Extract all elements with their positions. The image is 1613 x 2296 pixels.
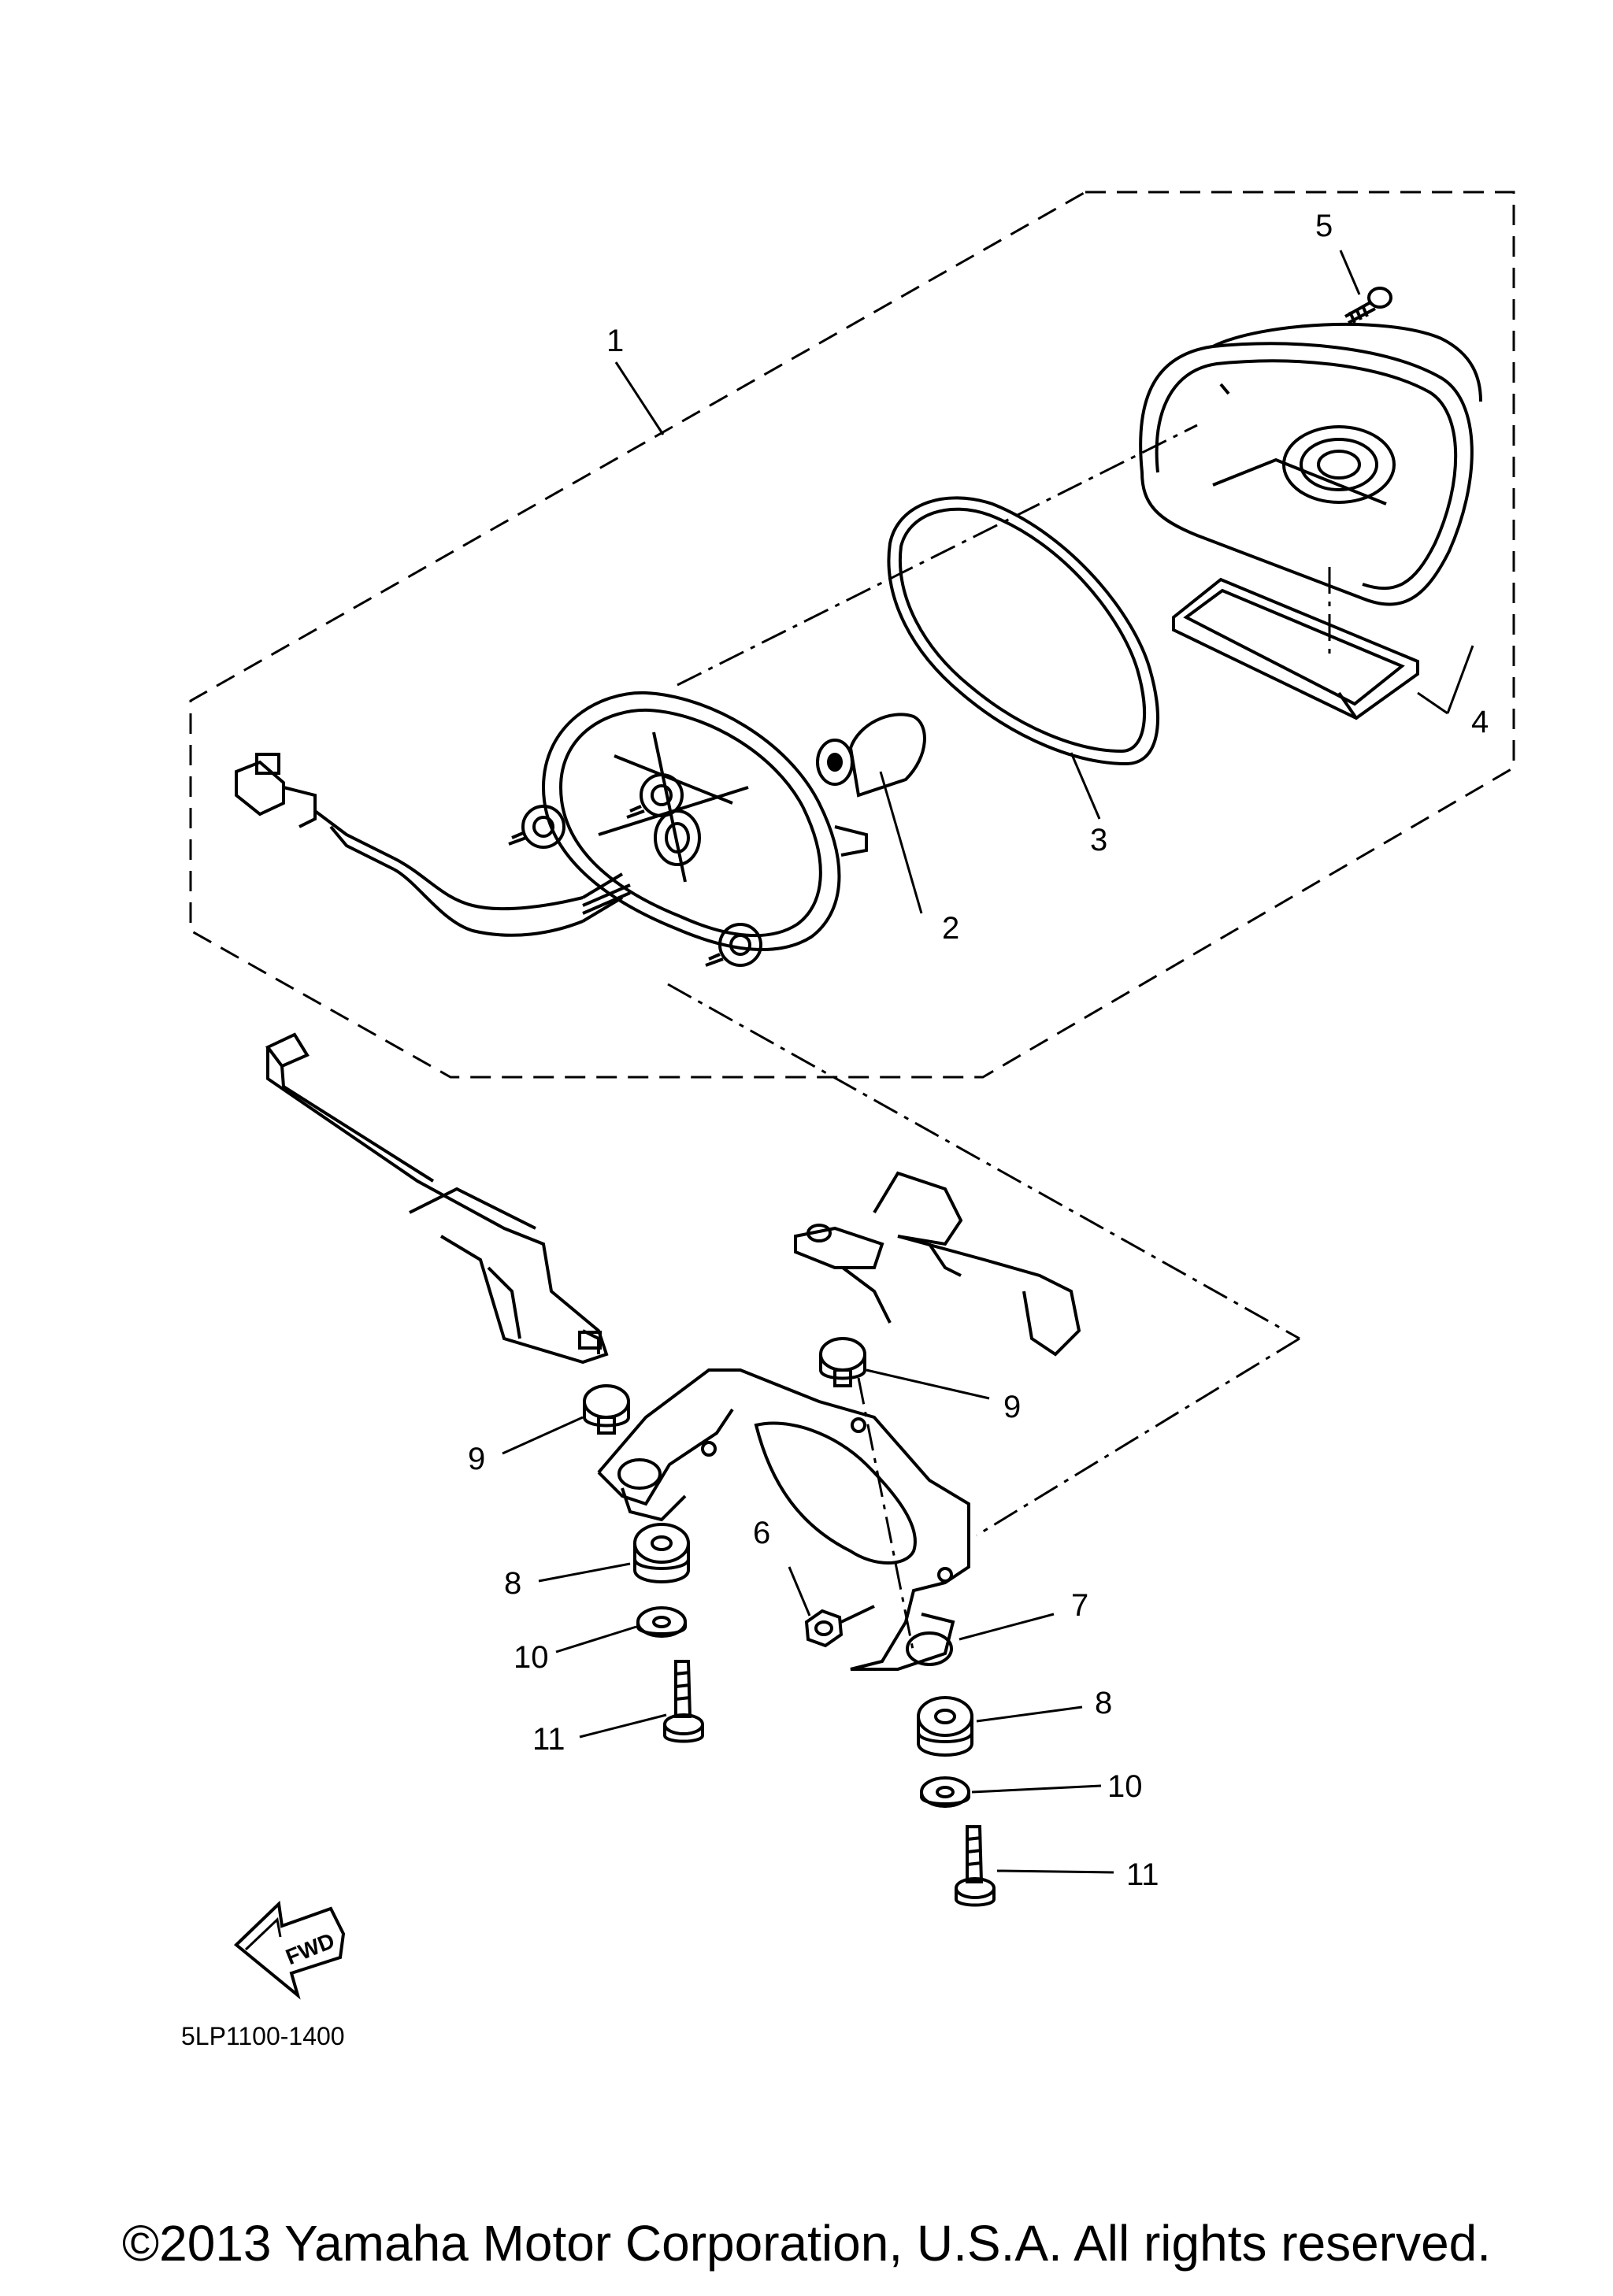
bolt-11-right [955, 1825, 996, 1907]
callout-3: 3 [1090, 823, 1107, 857]
callout-10-right: 10 [1107, 1769, 1143, 1804]
license-lens [1172, 577, 1419, 720]
assembly-boundary [189, 191, 1515, 1079]
callout-10-left: 10 [514, 1640, 549, 1675]
wire-harness [235, 753, 631, 937]
callout-8-right: 8 [1095, 1686, 1112, 1720]
callout-2: 2 [942, 911, 959, 946]
callout-9-right: 9 [1003, 1390, 1021, 1424]
washer-10-left [636, 1606, 687, 1638]
grommet-9-right [819, 1337, 866, 1387]
gasket-3 [887, 496, 1159, 766]
damper-8-right [917, 1696, 973, 1757]
callout-4: 4 [1471, 705, 1489, 739]
screw-5 [1344, 287, 1392, 324]
copyright-notice: ©2013 Yamaha Motor Corporation, U.S.A. A… [121, 2215, 1492, 2272]
mounting-plate-7 [597, 1368, 970, 1671]
callout-8-left: 8 [504, 1566, 521, 1601]
callout-11-left: 11 [532, 1722, 565, 1757]
nut-6 [804, 1605, 875, 1648]
bulb-2 [816, 713, 926, 798]
washer-10-right [920, 1776, 970, 1808]
frame-bracket-right [794, 1171, 1081, 1357]
leader-lines [502, 250, 1474, 1874]
bolt-11-left [663, 1660, 704, 1743]
damper-8-left [633, 1523, 690, 1583]
callout-9-left: 9 [468, 1442, 485, 1476]
diagram-reference-code: 5LP1100-1400 [181, 2022, 345, 2050]
grommet-9-left [583, 1384, 630, 1435]
callout-1: 1 [606, 324, 624, 358]
lamp-housing [508, 691, 868, 967]
frame-bracket-left [265, 1032, 609, 1365]
tail-lens [1139, 322, 1482, 606]
callout-5: 5 [1315, 209, 1333, 243]
forward-arrow-icon: FWD [233, 1900, 346, 2000]
callout-7: 7 [1071, 1588, 1088, 1623]
axis-lines [667, 424, 1331, 1654]
callout-11-right: 11 [1126, 1857, 1159, 1892]
callout-6: 6 [753, 1516, 770, 1550]
